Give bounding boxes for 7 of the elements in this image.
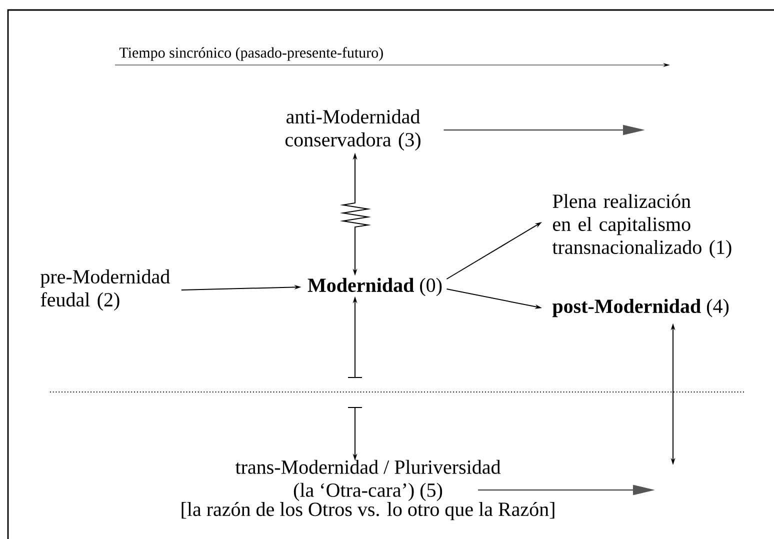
concept-label: Plena realización en el capitalismo transnacionalizado (1) <box>552 194 732 258</box>
concept-label: Modernidad (0) <box>308 278 442 296</box>
concept-label: post-Modernidad (4) <box>552 298 729 318</box>
concept-label: trans-Modernidad / Pluriversidad (la ‘Otra-cara’) (5) [la razón de los Otros vs. lo otro que la Razón] <box>182 460 554 520</box>
axis-label: Tiempo sincrónico (pasado-presente-futuro) <box>119 47 383 61</box>
concept-label: anti-Modernidad conservadora (3) <box>285 109 420 151</box>
concept-label: pre-Modernidad feudal (2) <box>40 269 170 311</box>
